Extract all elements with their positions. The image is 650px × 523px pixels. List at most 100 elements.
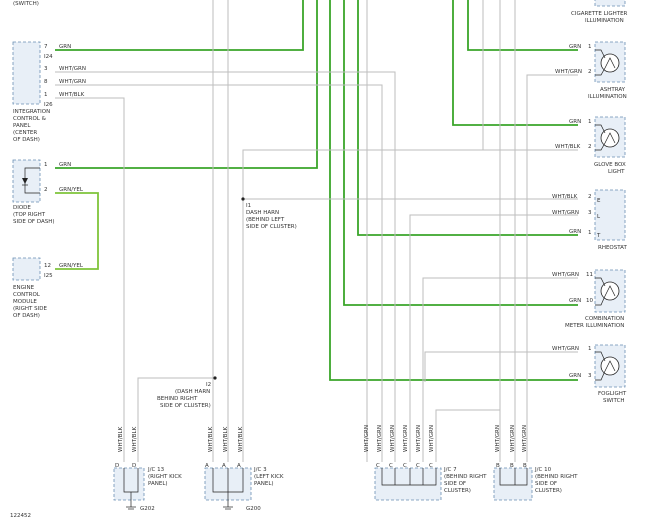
svg-text:WHT/GRN: WHT/GRN: [403, 425, 409, 452]
svg-text:(TOP RIGHT: (TOP RIGHT: [13, 212, 46, 218]
svg-text:ILLUMINATION: ILLUMINATION: [585, 18, 624, 24]
jc7-label: J/C 7 (BEHIND RIGHT SIDE OF CLUSTER): [443, 467, 487, 494]
svg-text:(RIGHT KICK: (RIGHT KICK: [148, 474, 182, 480]
svg-text:I2: I2: [206, 382, 211, 388]
grn-yel-wire: [55, 192, 99, 270]
svg-text:COMBINATION: COMBINATION: [585, 316, 624, 322]
wht-blk-i2: [137, 377, 215, 462]
ashtray-pins: 1 2 GRN WHT/GRN: [555, 44, 592, 75]
svg-text:CONTROL &: CONTROL &: [13, 116, 47, 122]
svg-text:12: 12: [44, 263, 51, 269]
svg-text:WHT/GRN: WHT/GRN: [522, 425, 528, 452]
svg-text:1: 1: [588, 119, 592, 125]
jc3-label: J/C 3 (LEFT KICK PANEL): [253, 467, 284, 487]
diode-label: DIODE (TOP RIGHT SIDE OF DASH): [13, 205, 55, 225]
svg-text:WHT/GRN: WHT/GRN: [416, 425, 422, 452]
svg-text:A: A: [205, 463, 209, 469]
svg-text:WHT/GRN: WHT/GRN: [510, 425, 516, 452]
wht-grn-ic8: [55, 84, 383, 462]
grn-wire-rheostat: [357, 0, 578, 236]
jc7-pins: C C C C C: [376, 463, 433, 469]
svg-text:1: 1: [588, 44, 592, 50]
rheostat-label: RHEOSTAT: [598, 245, 628, 251]
jc3-pins: A A A: [205, 463, 241, 469]
svg-text:J/C 3: J/C 3: [253, 467, 267, 473]
svg-text:I24: I24: [44, 54, 53, 60]
integration-panel-pins: 7 I24 3 8 1 I26 GRN WHT/GRN WHT/GRN WHT/…: [44, 44, 86, 108]
grn-wire-glovebox: [452, 0, 578, 126]
svg-text:1: 1: [44, 92, 48, 98]
svg-text:WHT/BLK: WHT/BLK: [208, 426, 214, 452]
wht-wires: [55, 0, 578, 462]
svg-text:GRN: GRN: [569, 119, 581, 125]
svg-text:WHT/GRN: WHT/GRN: [429, 425, 435, 452]
svg-text:(BEHIND RIGHT: (BEHIND RIGHT: [535, 474, 578, 480]
svg-text:CLUSTER): CLUSTER): [444, 488, 471, 494]
svg-text:WHT/BLK: WHT/BLK: [223, 426, 229, 452]
svg-text:I26: I26: [44, 102, 53, 108]
svg-text:E: E: [597, 198, 601, 204]
wht-grn-rheostat: [409, 214, 578, 462]
grn-wire-foglight: [329, 0, 578, 381]
grn-wire-meter: [343, 0, 578, 306]
svg-text:J/C 10: J/C 10: [534, 467, 552, 473]
svg-text:B: B: [510, 463, 514, 469]
svg-text:FOGLIGHT: FOGLIGHT: [598, 391, 627, 397]
svg-text:WHT/GRN: WHT/GRN: [552, 346, 579, 352]
svg-text:B: B: [523, 463, 527, 469]
svg-text:I1: I1: [246, 203, 251, 209]
svg-text:WHT/GRN: WHT/GRN: [59, 66, 86, 72]
svg-text:T: T: [596, 233, 601, 239]
jc13-label: J/C 13 (RIGHT KICK PANEL): [147, 467, 182, 487]
svg-text:1: 1: [588, 230, 592, 236]
svg-text:OF DASH): OF DASH): [13, 313, 40, 319]
svg-text:SIDE OF: SIDE OF: [535, 481, 557, 487]
svg-text:A: A: [237, 463, 241, 469]
ground-g202-icon: [126, 506, 136, 510]
svg-text:WHT/BLK: WHT/BLK: [132, 426, 138, 452]
svg-text:(RIGHT SIDE: (RIGHT SIDE: [13, 306, 47, 312]
svg-text:WHT/GRN: WHT/GRN: [377, 425, 383, 452]
svg-text:OF DASH): OF DASH): [13, 137, 40, 143]
wht-grn-ashtray: [526, 74, 578, 462]
svg-text:PANEL): PANEL): [254, 481, 274, 487]
svg-text:SWITCH: SWITCH: [603, 398, 625, 404]
dash-harness-i1-label: I1 DASH HARN (BEHIND LEFT SIDE OF CLUSTE…: [246, 203, 297, 230]
combination-meter-bulb-icon: [595, 277, 620, 306]
wht-grn-ic3: [55, 71, 396, 462]
svg-text:11: 11: [586, 272, 593, 278]
svg-text:GRN: GRN: [59, 162, 71, 168]
combination-meter-pins: 11 10 WHT/GRN GRN: [552, 272, 593, 304]
jc3-bus: [212, 468, 244, 507]
svg-text:SIDE OF DASH): SIDE OF DASH): [13, 219, 55, 225]
jc7-box: [374, 467, 442, 501]
grn-wire-diode1: [55, 0, 318, 169]
svg-text:(DASH HARN: (DASH HARN: [175, 389, 210, 395]
foglight-switch-icon: [595, 351, 620, 381]
svg-text:C: C: [429, 463, 433, 469]
svg-text:GRN: GRN: [59, 44, 71, 50]
cig-lighter-box: [594, 0, 626, 7]
svg-text:WHT/BLK: WHT/BLK: [59, 92, 85, 98]
grn-wire-ic7: [55, 0, 304, 51]
ecm-pins: 12 I25 GRN/YEL: [44, 263, 84, 279]
dash-harness-i2-label: I2 (DASH HARN BEHIND RIGHT SIDE OF CLUST…: [157, 382, 211, 409]
svg-text:GRN: GRN: [569, 229, 581, 235]
svg-text:SIDE OF CLUSTER): SIDE OF CLUSTER): [160, 403, 211, 409]
svg-text:METER ILLUMINATION: METER ILLUMINATION: [565, 323, 624, 329]
svg-text:WHT/GRN: WHT/GRN: [555, 69, 582, 75]
svg-text:WHT/BLK: WHT/BLK: [555, 144, 581, 150]
ground-g200-icon: [223, 506, 233, 510]
svg-text:10: 10: [586, 298, 593, 304]
wht-blk-glove: [242, 149, 578, 462]
glove-box-label: GLOVE BOX LIGHT: [594, 162, 626, 175]
ashtray-bulb-icon: [595, 49, 620, 76]
switch-fragment: (SWITCH): [13, 1, 39, 7]
figure-id: 122452: [10, 513, 31, 519]
svg-text:WHT/BLK: WHT/BLK: [552, 194, 578, 200]
svg-text:I25: I25: [44, 273, 53, 279]
jc13-bus: [123, 468, 139, 507]
svg-text:GRN: GRN: [569, 44, 581, 50]
svg-text:(CENTER: (CENTER: [13, 130, 37, 136]
